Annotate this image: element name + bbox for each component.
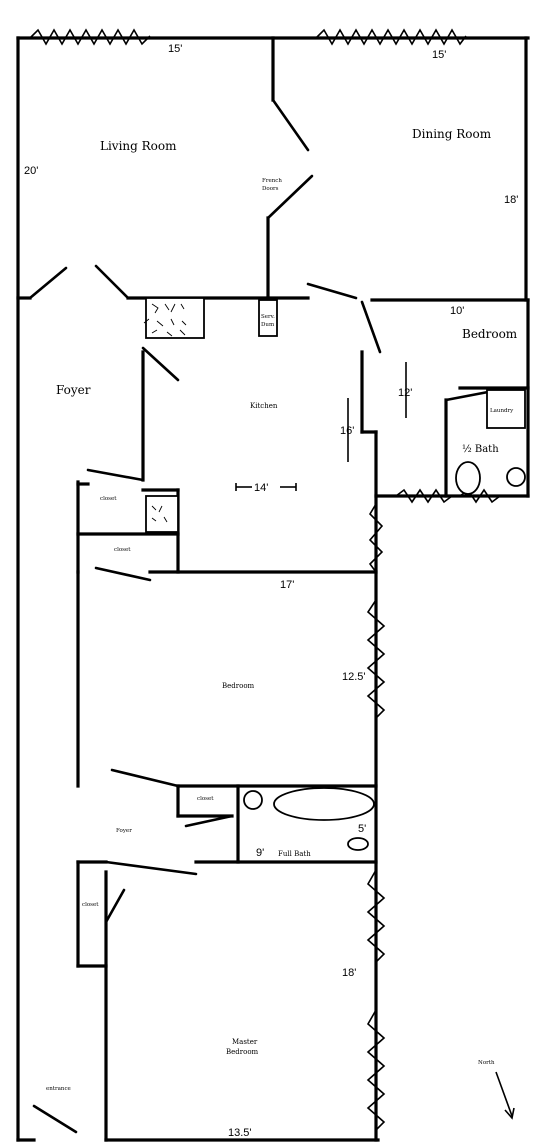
kitchen-label: Kitchen [250, 402, 278, 410]
closet-3-label: closet [197, 796, 214, 802]
full-bath-toilet [347, 837, 369, 851]
foyer-low-label: Foyer [116, 828, 132, 834]
bath-width-dim: 9' [256, 847, 264, 859]
full-bath-label: Full Bath [278, 850, 311, 858]
kitchen-door[interactable] [141, 346, 180, 382]
closet-1-label: closet [100, 496, 117, 502]
living-room-label: Living Room [100, 139, 177, 153]
dumbwaiter [258, 299, 278, 337]
serv-label-2: Dum [261, 322, 275, 328]
master-depth-dim: 18' [342, 967, 356, 979]
dimensions: 15' 15' 20' 18' 10' 12' 14' 16' 17' 12.5… [24, 43, 518, 1139]
bedroom-top-width-dim: 10' [450, 305, 464, 317]
half-bath-sink [506, 467, 526, 487]
laundry-label: Laundry [490, 408, 514, 414]
living-door-left[interactable] [28, 266, 68, 300]
north-arrow [495, 1071, 515, 1120]
dining-width-dim: 15' [432, 49, 446, 61]
living-depth-dim: 20' [24, 165, 38, 177]
french-doors-label-1: French [262, 178, 282, 184]
full-bath-sink [243, 790, 263, 810]
outer-walls [16, 36, 530, 1142]
closet-door-1[interactable] [86, 468, 145, 482]
north-label: North [478, 1060, 495, 1066]
dining-room-label: Dining Room [412, 127, 492, 141]
half-bath-toilet [455, 461, 481, 495]
closet-storage [145, 495, 179, 533]
french-door-left[interactable] [271, 98, 310, 152]
bedroom-mid-door[interactable] [110, 768, 180, 788]
dimension-marks [235, 362, 407, 491]
serv-label-1: Serv. [261, 314, 275, 320]
bedroom-top-label: Bedroom [462, 327, 518, 341]
kitchen-width-dim: 14' [254, 482, 268, 494]
half-bath-label: ½ Bath [462, 444, 499, 455]
bath-depth-dim: 5' [358, 823, 366, 835]
closet-4-label: closet [82, 902, 99, 908]
master-bedroom-label-1: Master [232, 1038, 258, 1046]
living-door-right[interactable] [94, 264, 130, 300]
master-width-dim: 13.5' [228, 1127, 252, 1139]
closet-door-2[interactable] [94, 566, 152, 582]
bath-door[interactable] [444, 390, 490, 402]
dining-depth-dim: 18' [504, 194, 518, 206]
closet-3-door[interactable] [184, 814, 234, 828]
labels: Living Room Dining Room French Doors Bed… [46, 127, 518, 1092]
bathtub [273, 787, 375, 821]
fixtures [143, 297, 526, 851]
bedroom-mid-label: Bedroom [222, 682, 255, 690]
doors [28, 98, 490, 1134]
interior-walls [16, 36, 530, 1142]
kitchen-depth-dim: 16' [340, 425, 354, 437]
master-bedroom-label-2: Bedroom [226, 1048, 259, 1056]
living-width-dim: 15' [168, 43, 182, 55]
entrance-door[interactable] [32, 1104, 78, 1134]
closet-2-label: closet [114, 547, 131, 553]
foyer-top-label: Foyer [56, 383, 91, 397]
closet-4-door[interactable] [104, 888, 126, 924]
bedroom-top-depth-dim: 12' [398, 387, 412, 399]
bedroom-door[interactable] [360, 300, 382, 354]
french-doors-label-2: Doors [262, 186, 279, 192]
bedroom-mid-depth-dim: 12.5' [342, 671, 366, 683]
master-door[interactable] [104, 860, 198, 876]
bedroom-mid-width-dim: 17' [280, 579, 294, 591]
laundry-machine [486, 389, 526, 429]
dining-bedroom-door[interactable] [306, 282, 358, 300]
entrance-label: entrance [46, 1086, 71, 1092]
french-door-right[interactable] [266, 174, 314, 220]
